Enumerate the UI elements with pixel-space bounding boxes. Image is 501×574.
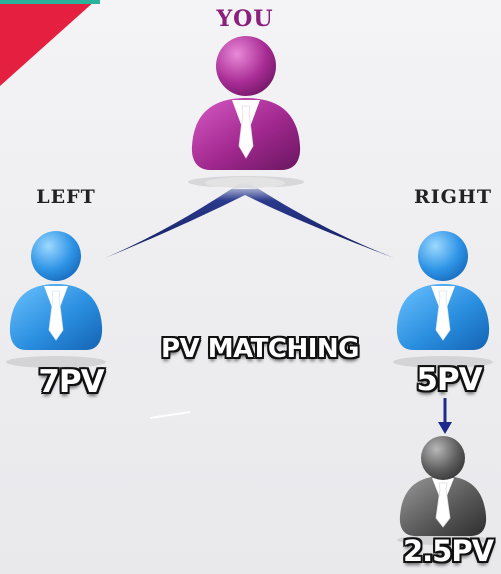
right-pv-value: 5PV (416, 362, 482, 398)
left-label: LEFT (36, 186, 96, 208)
left-person-icon (6, 231, 106, 368)
connector-right (245, 180, 405, 262)
bottom-pv-value: 2.5PV (402, 534, 494, 568)
pv-matching-caption: PV MATCHING (160, 334, 360, 364)
left-pv-value: 7PV (38, 364, 104, 400)
arrow-down-icon (438, 398, 452, 434)
right-person-icon (393, 231, 493, 368)
connector-left (95, 180, 245, 262)
you-person-icon (188, 36, 304, 188)
right-label: RIGHT (414, 186, 492, 208)
corner-decoration (0, 0, 100, 86)
you-label: YOU (216, 6, 274, 32)
bottom-person-icon (397, 436, 489, 545)
